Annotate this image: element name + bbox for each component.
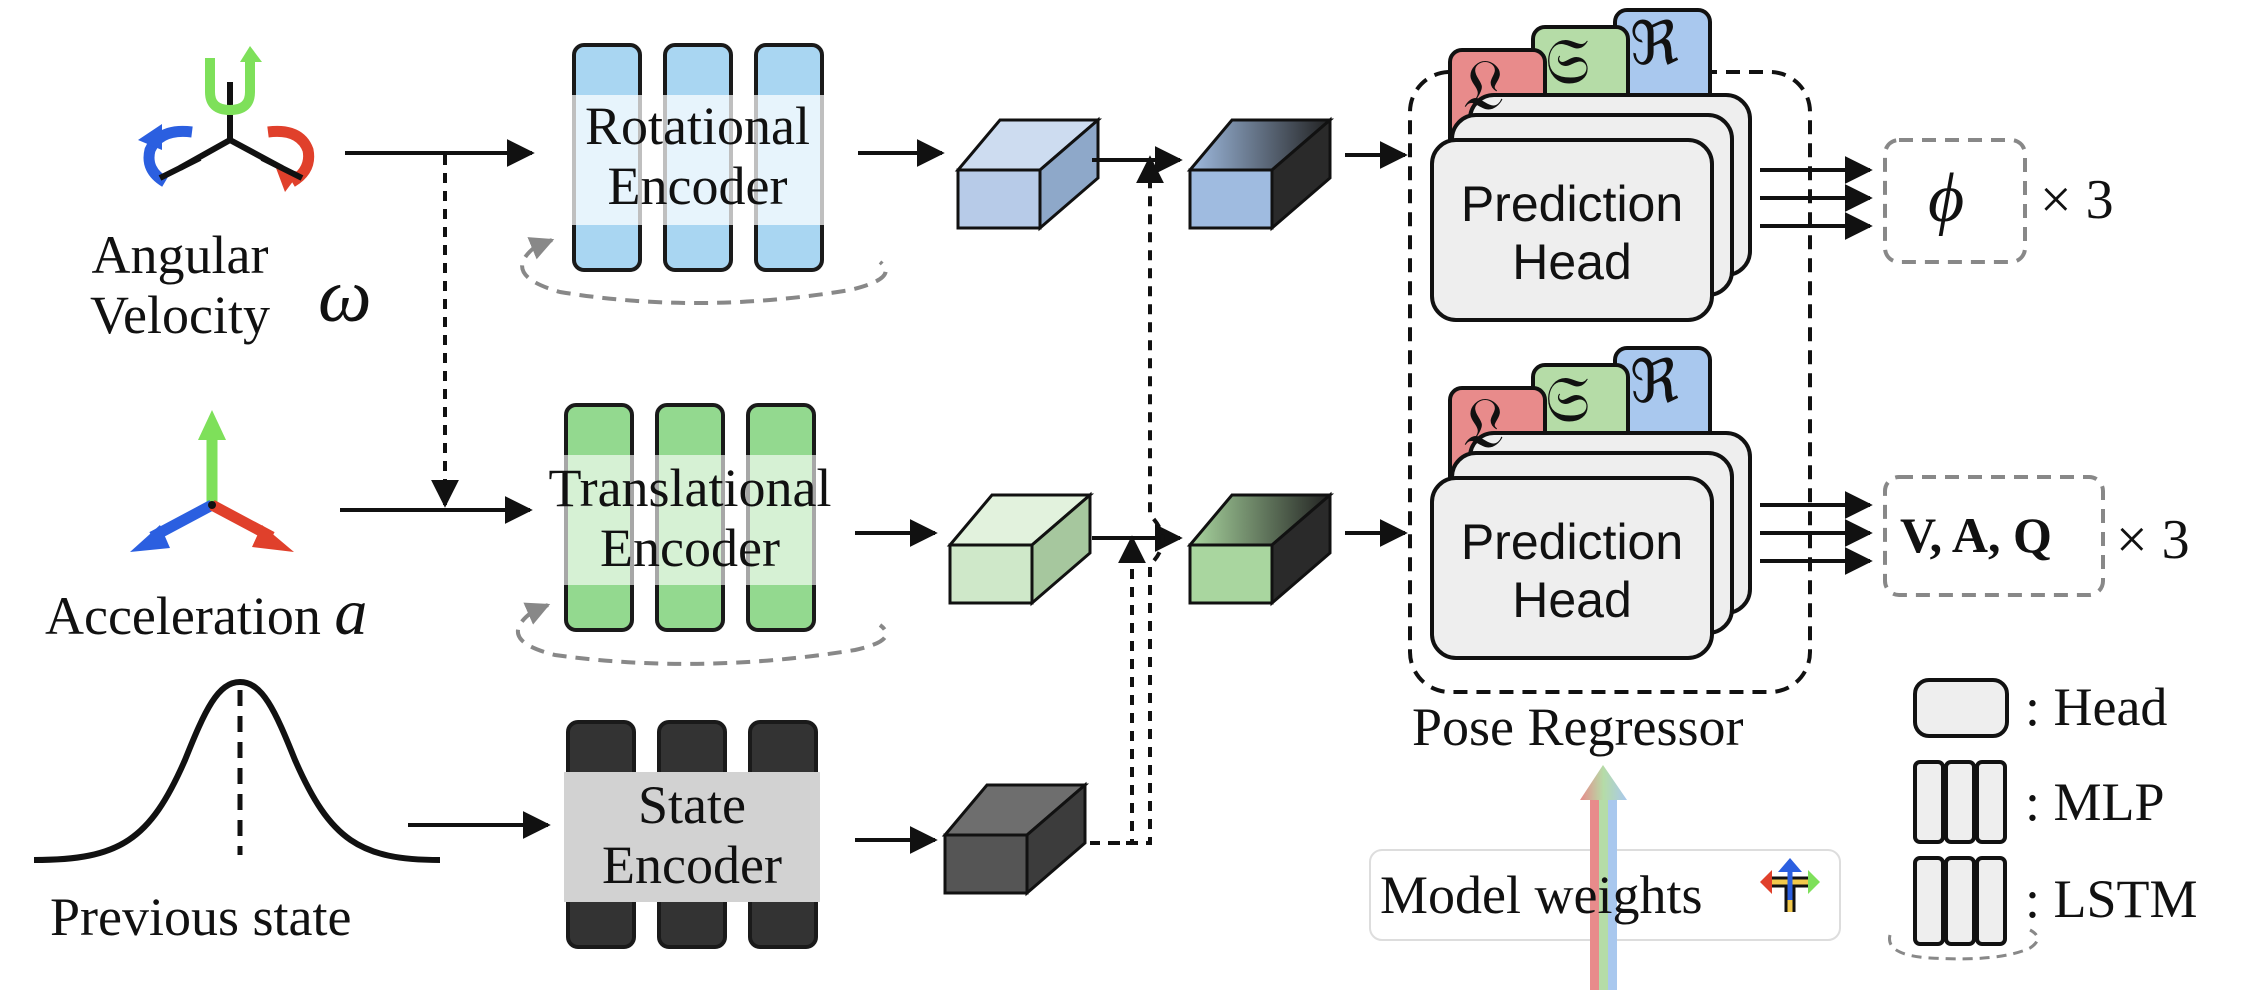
top-prediction-head-label: Prediction Head [1432,176,1712,291]
bottom-tag-l: 𝔏 [1463,386,1505,463]
bottom-prediction-head-label: Prediction Head [1432,514,1712,629]
output-v: V, [1900,507,1943,563]
bottom-tag-s: 𝔖 [1545,364,1590,435]
vaq-multiplier: × 3 [2116,509,2190,571]
acceleration-text: Acceleration [45,586,321,646]
omega-symbol: ω [318,254,372,338]
fused-rotational-feature-cube [1186,116,1335,232]
state-line2: Encoder [602,835,782,896]
legend-lstm-label: : LSTM [2025,869,2198,929]
bottom-head-line2: Head [1512,571,1632,628]
rotational-encoder-block [570,43,825,272]
output-comma: , [1988,507,2001,563]
top-tag-s: 𝔖 [1545,26,1590,97]
angular-velocity-icon [138,46,315,192]
translational-feature-cube [946,491,1095,607]
fused-translational-feature-cube [1186,491,1335,607]
bottom-head-stack [1430,431,1752,660]
gaussian-curve-icon [33,678,441,863]
pose-regressor-label: Pose Regressor [1412,697,1744,757]
top-tag-r: ℜ [1630,11,1679,77]
translational-line2: Encoder [600,518,780,579]
legend-mlp-label: : MLP [2025,772,2165,832]
vaq-output-box [1883,475,2105,597]
angular-velocity-label: Angular Velocity [80,228,280,342]
top-head-stack [1430,93,1752,322]
angular-line1: Angular [91,225,269,285]
legend-head-label: : Head [2025,677,2168,737]
legend-mlp-swatch [1913,760,2007,844]
rotational-encoder-label: Rotational Encoder [570,96,825,217]
legend-head-swatch [1913,678,2009,738]
acceleration-label: Acceleration a [45,580,367,646]
output-a: A [1951,507,1989,563]
rotational-line2: Encoder [607,156,788,217]
phi-multiplier: × 3 [2040,169,2114,231]
weights-to-regressor-arrow [1580,765,1627,990]
rotational-line1: Rotational [585,96,810,156]
state-feature-cube [941,781,1090,897]
bottom-head-line1: Prediction [1460,514,1684,570]
state-line1: State [638,775,746,835]
phi-output-box [1883,138,2027,264]
previous-state-label: Previous state [50,887,352,947]
legend [1888,678,2039,961]
translational-line1: Translational [548,458,832,518]
pose-regressor-frame [1408,70,1812,694]
state-encoder-block [564,720,820,949]
top-head-line2: Head [1512,233,1632,290]
output-q: Q [2013,507,2052,563]
vaq-output-label: V, A, Q [1900,510,2052,560]
acceleration-symbol: a [334,576,368,649]
phi-symbol: ϕ [1928,160,1965,237]
merge-arrows-icon [1760,858,1820,912]
translational-encoder-block [560,403,822,632]
bottom-tag-r: ℜ [1630,349,1679,415]
legend-lstm-swatch [1888,856,2039,961]
translational-encoder-label: Translational Encoder [535,458,845,579]
top-head-line1: Prediction [1460,176,1684,232]
angular-line2: Velocity [90,285,270,345]
state-encoder-label: State Encoder [564,775,820,896]
top-tag-l: 𝔏 [1463,48,1505,125]
rotational-feature-cube [954,116,1103,232]
model-weights-label: Model weights [1380,865,1703,925]
acceleration-icon [130,410,294,552]
